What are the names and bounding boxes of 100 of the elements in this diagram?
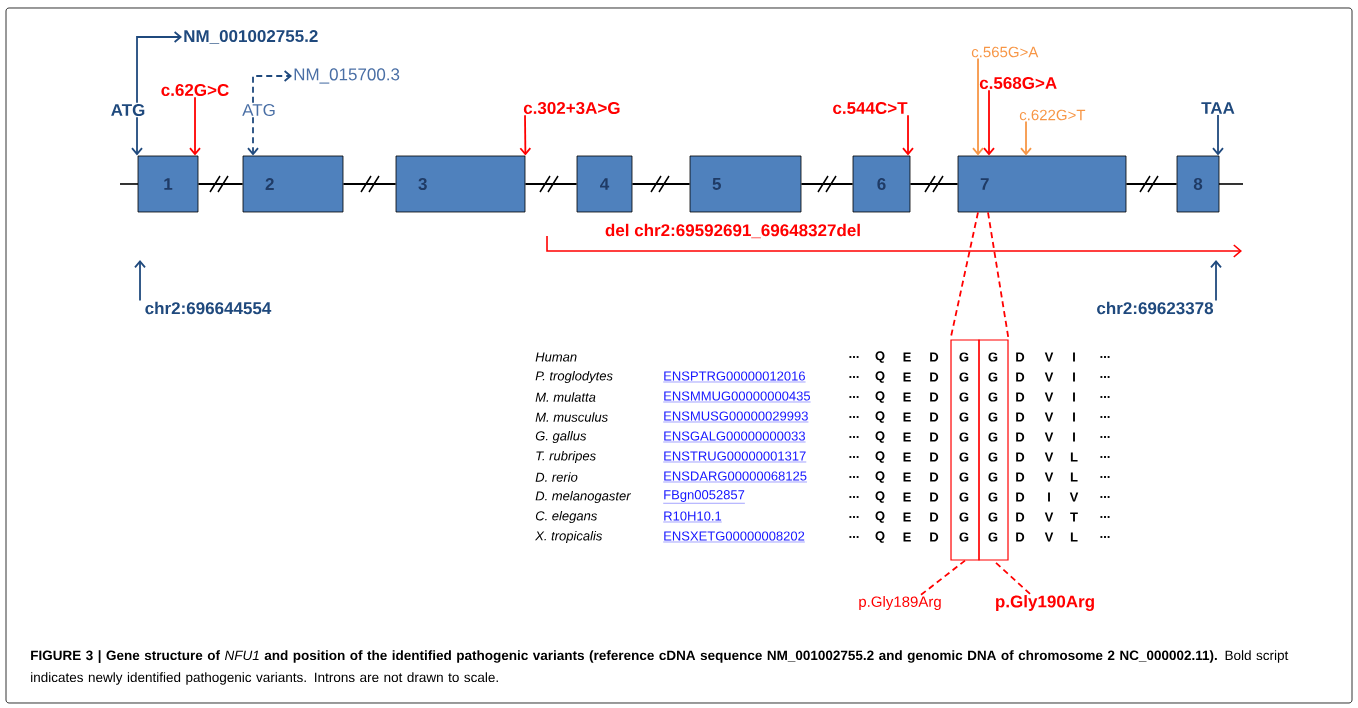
arrow	[1210, 260, 1222, 302]
species-name: M. mulatta	[535, 392, 596, 402]
ellipsis: ...	[849, 516, 859, 518]
residue-letter: Q	[875, 371, 885, 383]
variant-label: c.622G>T	[1019, 109, 1086, 121]
residue-letter: D	[930, 512, 939, 522]
leader-line	[920, 559, 966, 596]
residue-letter: G	[988, 532, 998, 542]
ellipsis: ...	[1100, 356, 1110, 358]
residue-letter: Q	[875, 451, 885, 463]
ellipsis: ...	[849, 476, 859, 478]
species-name: T. rubripes	[536, 450, 596, 464]
ellipsis: ...	[1100, 536, 1110, 538]
species-name: P. troglodytes	[535, 370, 613, 384]
exon-box: 5	[689, 155, 802, 213]
residue-letter: V	[1044, 372, 1054, 382]
residue-letter: D	[1016, 532, 1025, 542]
residue-letter: I	[1073, 412, 1075, 422]
residue-letter: E	[903, 512, 911, 522]
residue-letter: D	[930, 352, 939, 362]
bent-arrow	[252, 70, 292, 104]
residue-letter: V	[1044, 532, 1054, 542]
ellipsis: ...	[1100, 516, 1110, 518]
exon-box: 3	[395, 155, 526, 213]
arrow	[134, 260, 146, 302]
ellipsis: ...	[1100, 476, 1110, 478]
residue-letter: V	[1044, 412, 1054, 422]
exon-box: 8	[1176, 155, 1220, 213]
residue-letter: G	[959, 432, 969, 442]
ellipsis: ...	[849, 536, 859, 538]
residue-letter: E	[903, 352, 911, 362]
residue-letter: G	[959, 392, 969, 402]
leader-line	[992, 559, 1031, 595]
species-name: D. rerio	[535, 472, 578, 482]
residue-letter: E	[903, 432, 911, 442]
gene-id-link: ENSDARG00000068125	[663, 471, 808, 483]
residue-letter: D	[1016, 392, 1025, 402]
residue-letter: Q	[875, 511, 885, 523]
residue-letter: V	[1044, 452, 1054, 462]
residue-letter: V	[1044, 432, 1054, 442]
ellipsis: ...	[1100, 456, 1110, 458]
intron-line	[342, 183, 397, 185]
start-codon-label: ATG	[111, 103, 145, 116]
residue-letter: Q	[875, 531, 885, 543]
intron-line	[524, 183, 578, 185]
arrow	[519, 114, 532, 156]
ellipsis: ...	[849, 416, 859, 418]
residue-letter: D	[1016, 372, 1025, 382]
exon-box: 6	[852, 155, 911, 213]
intron-line	[1125, 183, 1178, 185]
deletion-label: del chr2:69592691_69648327del	[605, 223, 860, 239]
residue-letter: D	[1016, 492, 1025, 502]
intron-line	[800, 183, 854, 185]
ellipsis: ...	[1100, 396, 1110, 398]
residue-letter: D	[1016, 512, 1025, 522]
caption: FIGURE 3 | Gene structure of NFU1 and position of the identified pathogenic variants (reference cDNA sequence NM_001002755.2 and genomic DNA of chromosome 2 NC_000002.11). Bold script indicates newly identified pathogenic variants. Introns are not drawn to scale.	[31, 650, 1289, 685]
residue-letter: G	[959, 452, 969, 462]
residue-letter: L	[1070, 532, 1078, 542]
gene-id-link: ENSXETG00000008202	[663, 531, 806, 543]
species-name: G. gallus	[535, 430, 587, 444]
residue-letter: D	[1016, 352, 1025, 362]
column-highlight-box	[950, 339, 980, 561]
residue-letter: G	[988, 492, 998, 502]
residue-letter: I	[1073, 372, 1075, 382]
ellipsis: ...	[849, 396, 859, 398]
ellipsis: ...	[849, 376, 859, 378]
residue-letter: E	[903, 452, 911, 462]
residue-letter: G	[988, 412, 998, 422]
residue-letter: D	[930, 432, 939, 442]
variant-label: c.565G>A	[971, 46, 1039, 58]
residue-letter: T	[1070, 512, 1078, 522]
species-name: M. musculus	[535, 412, 608, 422]
residue-letter: E	[903, 492, 911, 502]
variant-label: c.568G>A	[979, 76, 1057, 89]
residue-letter: D	[1016, 412, 1025, 422]
arrow	[1020, 120, 1032, 156]
arrow	[902, 114, 914, 156]
arrow	[189, 96, 201, 156]
residue-letter: D	[1016, 472, 1025, 482]
protein-change-label: p.Gly189Arg	[859, 596, 941, 610]
gene-id-link: ENSGALG00000000033	[663, 431, 806, 443]
protein-change-label: p.Gly190Arg	[996, 595, 1094, 611]
residue-letter: G	[988, 392, 998, 402]
residue-letter: D	[930, 532, 939, 542]
bent-arrow	[136, 31, 182, 104]
ellipsis: ...	[849, 356, 859, 358]
residue-letter: G	[988, 432, 998, 442]
residue-letter: G	[959, 352, 969, 362]
residue-letter: G	[988, 372, 998, 382]
residue-letter: Q	[875, 431, 885, 443]
residue-letter: Q	[875, 351, 885, 363]
ellipsis: ...	[849, 436, 859, 438]
residue-letter: I	[1073, 392, 1075, 402]
species-name: D. melanogaster	[535, 490, 631, 504]
residue-letter: I	[1073, 352, 1075, 362]
residue-letter: D	[1016, 432, 1025, 442]
variant-label: c.62G>C	[161, 83, 229, 96]
gene-id-link: ENSPTRG00000012016	[663, 371, 806, 383]
residue-letter: G	[959, 492, 969, 502]
transcript-label: NM_001002755.2	[184, 30, 318, 44]
